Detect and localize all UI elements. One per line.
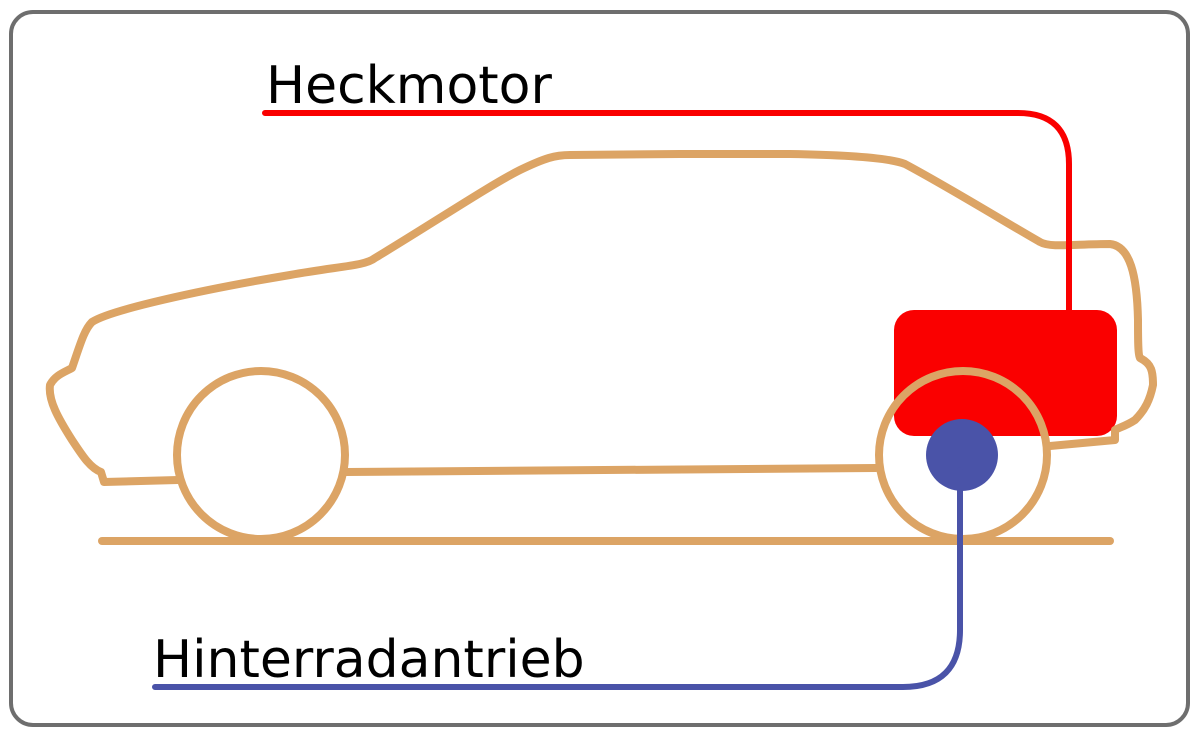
diagram-frame (9, 10, 1190, 727)
engine-leader-line (262, 110, 1072, 315)
car-sill-line (342, 464, 880, 476)
rear-engine-block (894, 310, 1117, 436)
drive-leader-line (152, 467, 963, 690)
engine-label: Heckmotor (266, 56, 552, 116)
front-wheel (173, 367, 349, 543)
rear-drive-axle-marker (926, 419, 998, 491)
drive-label: Hinterradantrieb (153, 630, 585, 690)
car-body-outline (45, 150, 1157, 486)
